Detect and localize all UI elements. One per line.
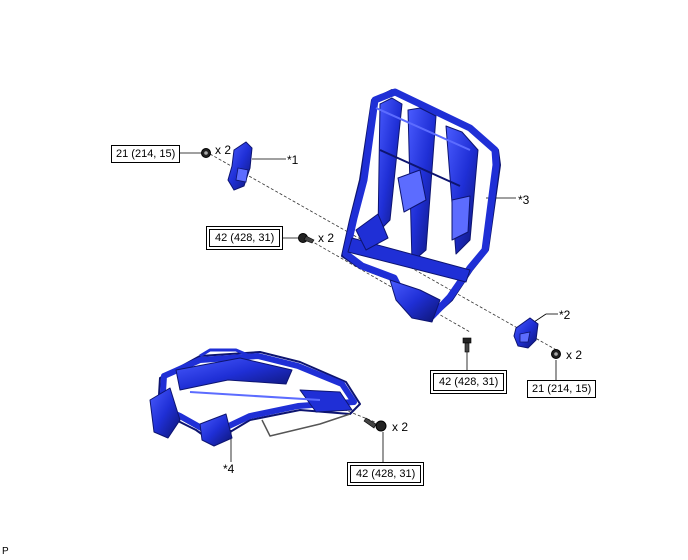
corner-mark: P xyxy=(2,546,9,557)
quantity-upper-left: x 2 xyxy=(215,143,232,157)
callout-part-1: *1 xyxy=(287,153,299,167)
bolt-bottom-icon xyxy=(363,417,387,432)
callout-part-3: *3 xyxy=(518,193,530,207)
leader-lines xyxy=(178,152,558,462)
bolt-middle-left-icon xyxy=(298,233,315,244)
seatback-frame-part xyxy=(341,88,501,323)
callout-part-4: *4 xyxy=(223,462,235,476)
quantity-bottom: x 2 xyxy=(392,420,409,434)
bolt-lower-center-icon xyxy=(462,337,472,353)
torque-spec-bottom: 42 (428, 31) xyxy=(347,462,425,486)
quantity-middle-left: x 2 xyxy=(318,231,335,245)
nut-lower-right-icon xyxy=(551,349,561,359)
torque-spec-lower-right: 21 (214, 15) xyxy=(527,380,597,398)
lower-hinge-bracket-part xyxy=(513,317,539,349)
quantity-lower-right: x 2 xyxy=(566,348,583,362)
torque-spec-text: 42 (428, 31) xyxy=(433,373,505,391)
torque-spec-text: 42 (428, 31) xyxy=(209,229,281,247)
torque-spec-lower-center: 42 (428, 31) xyxy=(430,370,508,394)
callout-part-2: *2 xyxy=(559,308,571,322)
torque-spec-middle-left: 42 (428, 31) xyxy=(206,226,284,250)
nut-upper-left-icon xyxy=(201,148,211,158)
upper-hinge-bracket-part xyxy=(227,141,253,191)
seat-cushion-frame-part xyxy=(149,348,361,447)
torque-spec-upper-left: 21 (214, 15) xyxy=(111,145,181,163)
torque-spec-text: 42 (428, 31) xyxy=(350,465,422,483)
